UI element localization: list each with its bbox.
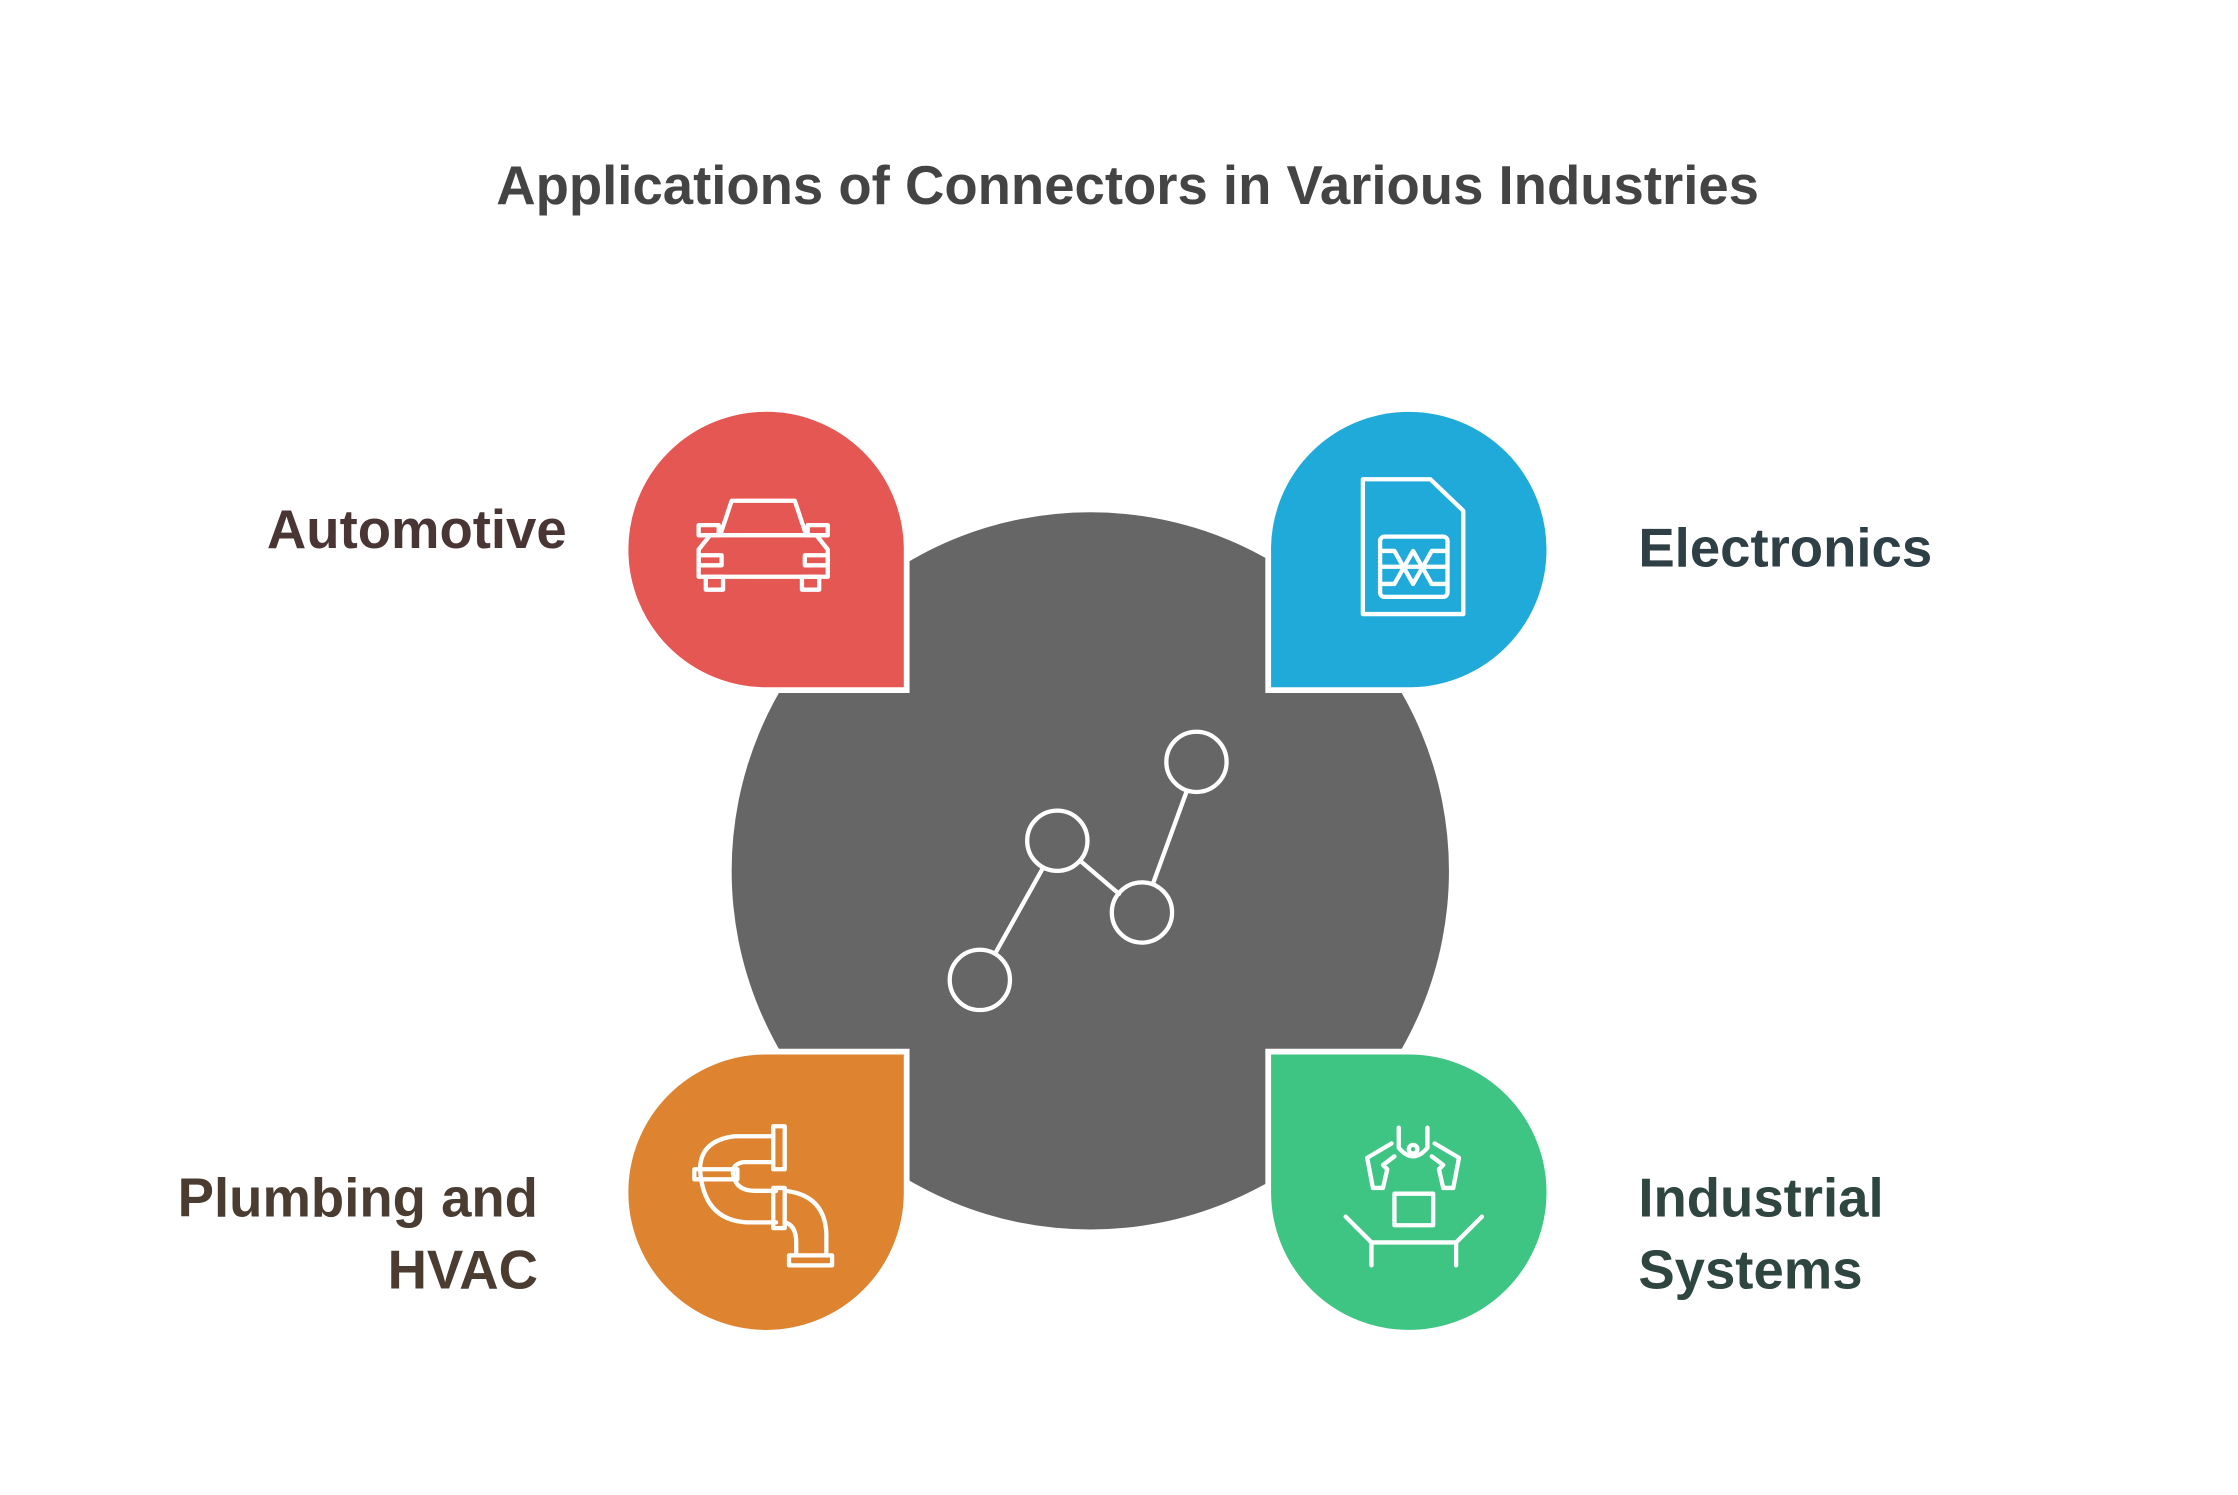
- car-icon: [696, 498, 830, 592]
- connection-nodes-icon: [947, 729, 1229, 1013]
- label-plumbing-line2: HVAC: [388, 1239, 538, 1300]
- electronics-petal: [1265, 406, 1553, 693]
- label-plumbing-line1: Plumbing and: [178, 1168, 538, 1229]
- label-industrial-line2: Systems: [1638, 1239, 1862, 1300]
- automotive-petal: [622, 406, 910, 693]
- label-electronics: Electronics: [1638, 518, 1932, 579]
- robot-arm-icon: [1343, 1125, 1485, 1268]
- pipe-icon: [692, 1124, 835, 1268]
- label-industrial-line1: Industrial: [1638, 1168, 1883, 1229]
- label-automotive: Automotive: [267, 499, 567, 560]
- diagram-title: Applications of Connectors in Various In…: [496, 155, 1759, 216]
- sim-chip-icon: [1360, 477, 1466, 617]
